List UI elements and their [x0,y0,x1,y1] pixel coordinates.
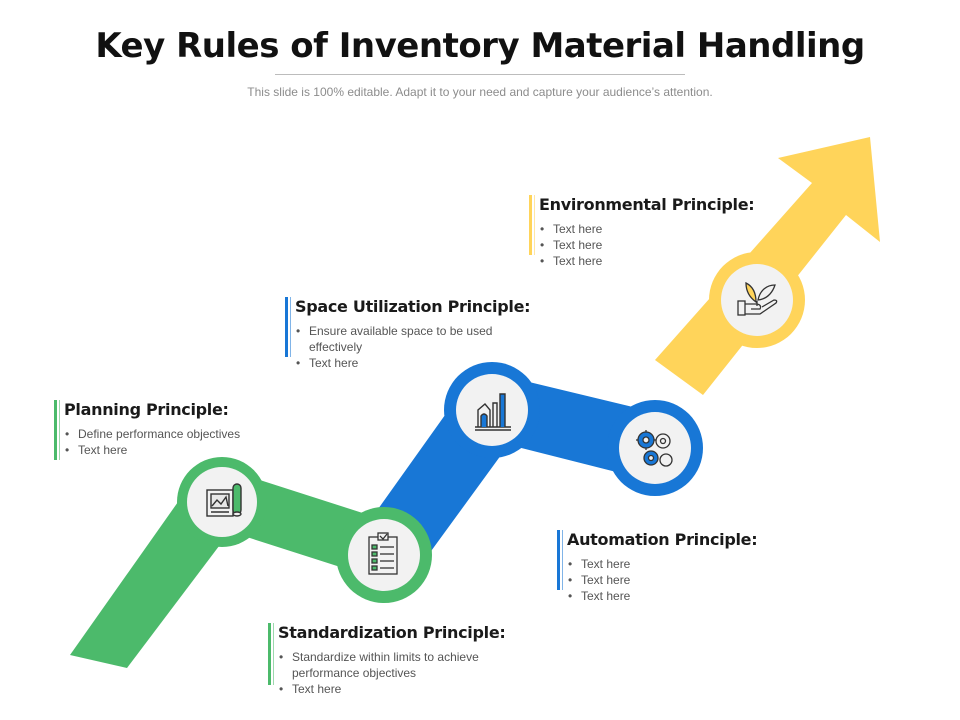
environmental-principle-block: Environmental Principle: Text here Text … [529,195,779,269]
page-title: Key Rules of Inventory Material Handling [95,26,865,66]
list-item: Text here [540,253,779,269]
planning-principle-list: Define performance objectives Text here [64,426,304,458]
list-item: Text here [568,588,807,604]
standardization-accent-bar [268,623,274,685]
environmental-principle-title: Environmental Principle: [539,195,755,214]
space-utilization-node [444,362,540,458]
space-utilization-principle-list: Ensure available space to be used effect… [295,323,499,371]
checklist-icon [368,532,398,575]
blueprint-icon [206,483,242,517]
gears-icon [636,430,673,467]
list-item: Text here [568,572,807,588]
space-utilization-accent-bar [285,297,291,357]
factory-icon [475,393,511,431]
planning-accent-bar [54,400,60,460]
environmental-accent-bar [529,195,535,255]
plant-in-hand-icon [737,281,778,316]
automation-principle-block: Automation Principle: Text here Text her… [557,530,807,604]
title-divider [275,74,685,75]
list-item: Ensure available space to be used effect… [296,323,499,355]
standardization-principle-block: Standardization Principle: Standardize w… [268,623,538,697]
list-item: Text here [279,681,532,697]
environmental-node [709,252,805,348]
list-item: Text here [540,221,779,237]
list-item: Standardize within limits to achieve per… [279,649,532,681]
automation-node [607,400,703,496]
list-item: Text here [540,237,779,253]
standardization-principle-title: Standardization Principle: [278,623,506,642]
list-item: Text here [65,442,304,458]
automation-principle-list: Text here Text here Text here [567,556,807,604]
space-utilization-principle-block: Space Utilization Principle: Ensure avai… [285,297,545,371]
planning-principle-block: Planning Principle: Define performance o… [54,400,304,460]
standardization-principle-list: Standardize within limits to achieve per… [278,649,532,697]
list-item: Text here [568,556,807,572]
automation-principle-title: Automation Principle: [567,530,758,549]
page-subtitle: This slide is 100% editable. Adapt it to… [247,85,713,99]
planning-principle-title: Planning Principle: [64,400,229,419]
list-item: Text here [296,355,499,371]
standardization-node [336,507,432,603]
space-utilization-principle-title: Space Utilization Principle: [295,297,531,316]
environmental-principle-list: Text here Text here Text here [539,221,779,269]
automation-accent-bar [557,530,563,590]
list-item: Define performance objectives [65,426,304,442]
